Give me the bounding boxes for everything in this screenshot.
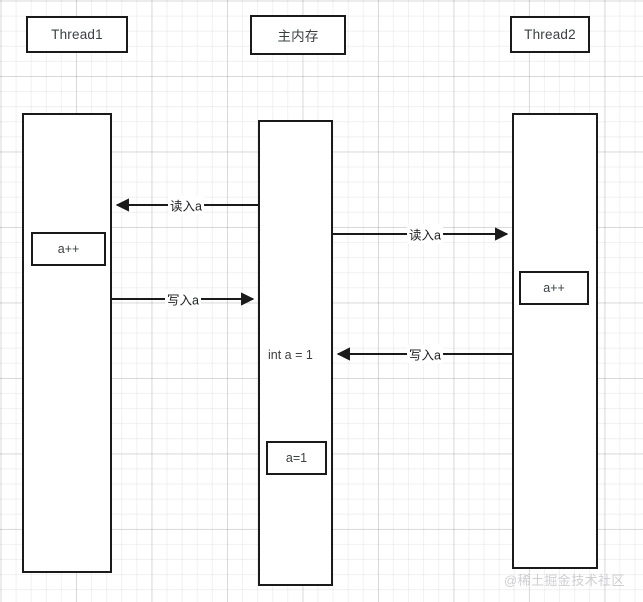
thread1-header-box[interactable]: Thread1 (26, 16, 128, 53)
thread2-header-box[interactable]: Thread2 (510, 16, 590, 53)
main-memory-value-label: a=1 (285, 451, 308, 465)
edge-write-a-from-thread2-label: 写入a (407, 344, 443, 364)
main-memory-header-box[interactable]: 主内存 (250, 15, 346, 55)
thread2-lane[interactable] (512, 113, 598, 569)
thread2-operation-box[interactable]: a++ (519, 271, 589, 305)
watermark: @稀土掘金技术社区 (504, 573, 625, 588)
thread1-header-label: Thread1 (51, 27, 103, 42)
edge-write-a-from-thread1-label: 写入a (165, 289, 201, 309)
main-memory-declaration-text: int a = 1 (268, 348, 313, 362)
thread1-operation-box[interactable]: a++ (31, 232, 106, 266)
main-memory-header-label: 主内存 (277, 29, 319, 44)
thread1-lane[interactable] (22, 113, 112, 573)
main-memory-value-box[interactable]: a=1 (266, 441, 327, 475)
edge-read-a-to-thread1-label: 读入a (168, 195, 204, 215)
thread2-header-label: Thread2 (524, 27, 576, 42)
main-memory-declaration-label: int a = 1 (268, 348, 313, 362)
main-memory-lane[interactable] (258, 120, 333, 586)
thread1-operation-label: a++ (57, 242, 80, 256)
edge-read-a-to-thread2-label: 读入a (407, 224, 443, 244)
thread2-operation-label: a++ (543, 281, 565, 295)
